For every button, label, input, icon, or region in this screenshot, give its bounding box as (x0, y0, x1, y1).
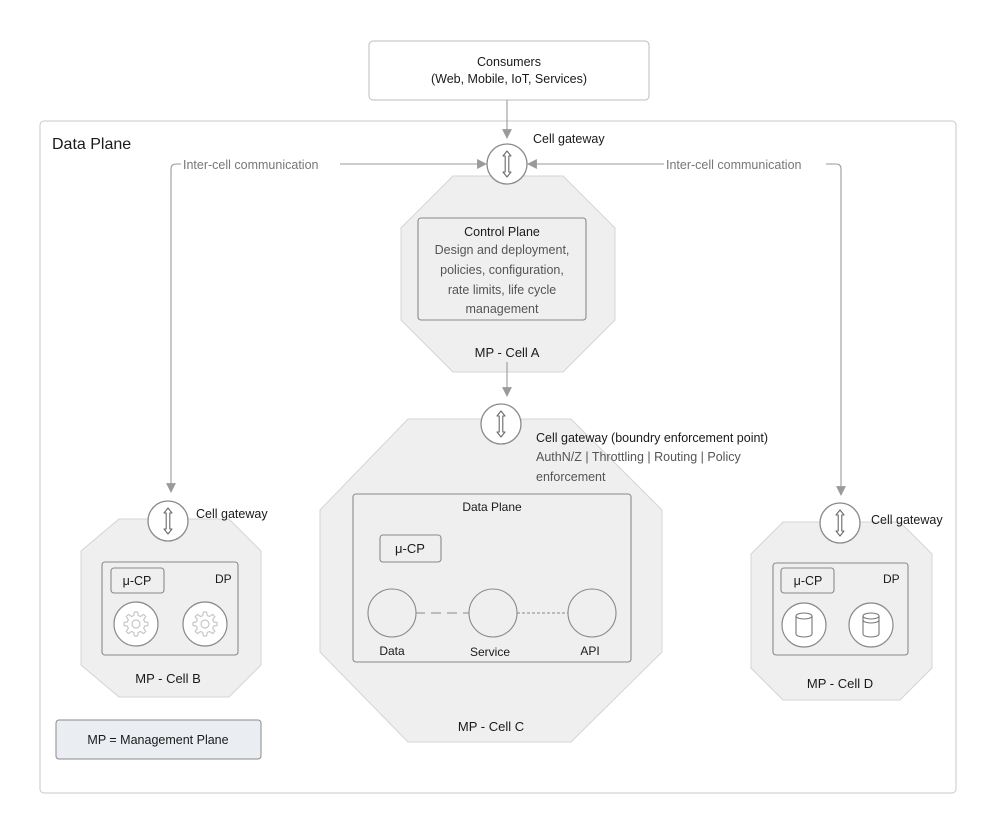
cell-d-dp-box: μ-CP DP (772, 562, 909, 656)
cell-c-inner-title: Data Plane (462, 500, 522, 514)
svg-text:μ-CP: μ-CP (794, 574, 823, 588)
legend-text: MP = Management Plane (87, 733, 228, 747)
api-node (567, 588, 617, 638)
cell-d-gateway-label: Cell gateway (871, 513, 943, 527)
service-node (468, 588, 518, 638)
cell-a-label: MP - Cell A (475, 345, 540, 360)
cell-b-dp-box: μ-CP DP (101, 561, 239, 656)
control-plane-line-2: policies, configuration, (440, 263, 564, 277)
inter-cell-label-left: Inter-cell communication (181, 156, 340, 172)
cell-c-gateway-line-1: AuthN/Z | Throttling | Routing | Policy (536, 450, 741, 464)
control-plane-line-3: rate limits, life cycle (448, 283, 556, 297)
cell-d-label: MP - Cell D (807, 676, 873, 691)
data-node (367, 588, 417, 638)
cell-b-ucp-badge: μ-CP (110, 567, 165, 594)
svg-text:μ-CP: μ-CP (395, 541, 425, 556)
cell-a-gateway-icon (486, 143, 528, 185)
inter-cell-right-connector (527, 159, 846, 496)
database-icon (781, 602, 827, 648)
data-plane-label: Data Plane (52, 136, 131, 153)
cell-c-gateway-line-2: enforcement (536, 470, 606, 484)
cell-c-data-plane-box: Data Plane μ-CP Data Service API (352, 493, 632, 663)
control-plane-line-1: Design and deployment, (435, 243, 570, 257)
inter-cell-label-right: Inter-cell communication (664, 156, 826, 172)
cell-b-gateway-icon (147, 500, 189, 542)
svg-text:Inter-cell communication: Inter-cell communication (183, 158, 319, 172)
service-node-label: Service (470, 645, 510, 659)
consumers-title: Consumers (477, 55, 541, 69)
data-node-label: Data (379, 644, 405, 658)
svg-text:Inter-cell communication: Inter-cell communication (666, 158, 802, 172)
consumers-subtitle: (Web, Mobile, IoT, Services) (431, 72, 587, 86)
gear-icon (113, 601, 159, 647)
legend-box: MP = Management Plane (55, 719, 262, 760)
cell-a-gateway-label: Cell gateway (533, 132, 605, 146)
cell-d-ucp-badge: μ-CP (780, 567, 835, 594)
gear-icon (182, 601, 228, 647)
control-plane-line-4: management (466, 302, 539, 316)
cell-b-dp-label: DP (215, 572, 232, 586)
cell-b-label: MP - Cell B (135, 671, 201, 686)
api-node-label: API (580, 644, 599, 658)
cell-d-dp-label: DP (883, 572, 900, 586)
svg-text:μ-CP: μ-CP (123, 574, 152, 588)
cell-c-ucp-badge: μ-CP (379, 534, 442, 563)
connectors (166, 100, 846, 496)
database-icon (848, 602, 894, 648)
inter-cell-left-connector (166, 159, 487, 493)
consumers-box: Consumers (Web, Mobile, IoT, Services) (368, 40, 650, 101)
cell-c-label: MP - Cell C (458, 719, 524, 734)
control-plane-title: Control Plane (464, 225, 540, 239)
cell-b-gateway-label: Cell gateway (196, 507, 268, 521)
cell-c-gateway-icon (480, 403, 522, 445)
control-plane-box: Control Plane Design and deployment, pol… (417, 217, 587, 321)
cell-d-gateway-icon (819, 502, 861, 544)
cell-c-gateway-title: Cell gateway (boundry enforcement point) (536, 431, 768, 445)
